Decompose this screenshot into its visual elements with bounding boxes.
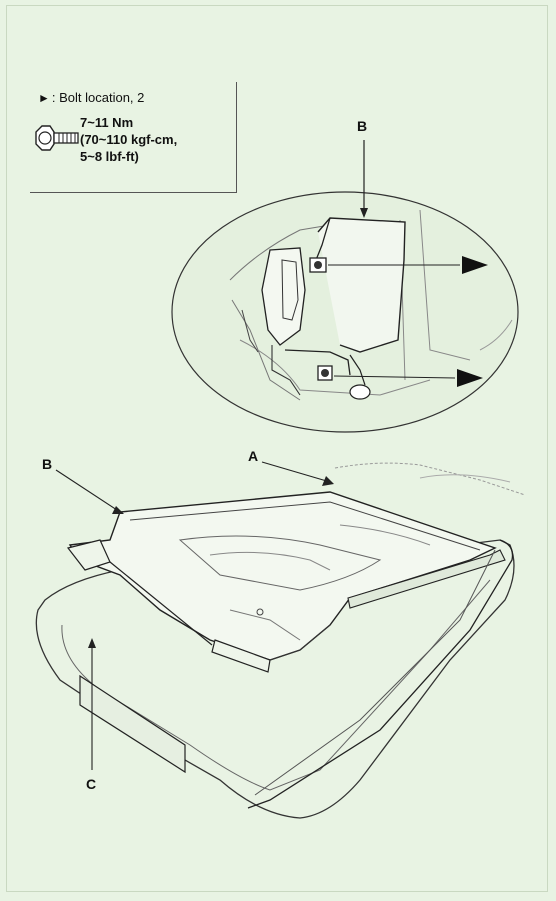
seat-assembly <box>35 461 526 819</box>
torque-kgf: (70~110 kgf-cm, <box>80 132 178 147</box>
bolt-location-legend: ►: Bolt location, 2 <box>38 90 144 105</box>
bolt-location-arrow-icon <box>462 256 488 274</box>
label-callout-a: A <box>248 448 259 464</box>
label-callout-c: C <box>86 776 97 792</box>
bolt-marker-icon: ► <box>38 91 50 105</box>
label-detail-b: B <box>357 118 368 134</box>
label-callout-b: B <box>42 456 53 472</box>
torque-spec: 7~11 Nm (70~110 kgf-cm, 5~8 lbf-ft) <box>80 114 177 165</box>
bolt-location-arrow-icon <box>457 369 483 387</box>
detail-view-b <box>171 140 519 433</box>
torque-nm: 7~11 Nm <box>80 115 134 130</box>
torque-lbf: 5~8 lbf-ft) <box>80 149 139 164</box>
figure-frame <box>6 5 548 892</box>
bolt-location-text: : Bolt location, 2 <box>51 90 145 105</box>
legend-box: ►: Bolt location, 2 7~11 Nm (70~110 kgf-… <box>30 82 237 193</box>
bolt-icon <box>35 125 79 151</box>
